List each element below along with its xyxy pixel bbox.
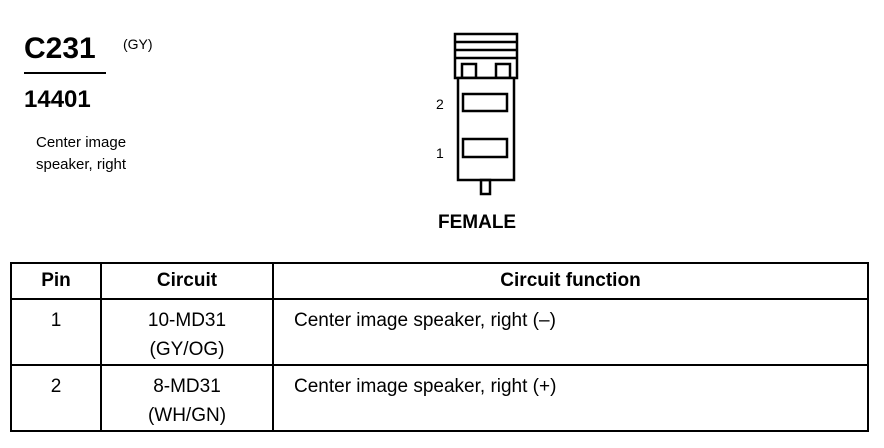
cavity-label-1: 1	[436, 145, 444, 161]
connector-code: C231	[24, 32, 96, 65]
pinout-table: Pin Circuit Circuit function 1 10-MD31 (…	[10, 262, 869, 432]
table-row: 2 8-MD31 (WH/GN) Center image speaker, r…	[10, 364, 869, 432]
cavity-label-2: 2	[436, 96, 444, 112]
wire-color: (GY/OG)	[149, 339, 225, 360]
cavity-1	[461, 137, 509, 159]
connector-face-diagram: 2 1	[436, 32, 519, 196]
header-circuit: Circuit	[100, 262, 274, 300]
circuit-id: 8-MD31	[153, 376, 221, 397]
connector-gender: FEMALE	[438, 212, 517, 233]
wire-color: (WH/GN)	[147, 405, 227, 426]
code-underline	[24, 72, 106, 74]
table-header-row: Pin Circuit Circuit function	[10, 262, 869, 300]
circuit-function: Center image speaker, right (–)	[294, 310, 556, 331]
pin-number: 1	[50, 310, 62, 331]
header-pin: Pin	[10, 262, 102, 300]
pin-number: 2	[50, 376, 62, 397]
part-number: 14401	[24, 86, 91, 113]
circuit-function: Center image speaker, right (+)	[294, 376, 557, 397]
circuit-id: 10-MD31	[147, 310, 227, 331]
connector-color-tag: (GY)	[123, 36, 153, 52]
table-row: 1 10-MD31 (GY/OG) Center image speaker, …	[10, 298, 869, 366]
header-circuit-function: Circuit function	[272, 262, 869, 300]
cavity-2	[461, 92, 509, 113]
connector-description: Center image speaker, right	[36, 134, 127, 173]
connector-body	[453, 32, 519, 196]
